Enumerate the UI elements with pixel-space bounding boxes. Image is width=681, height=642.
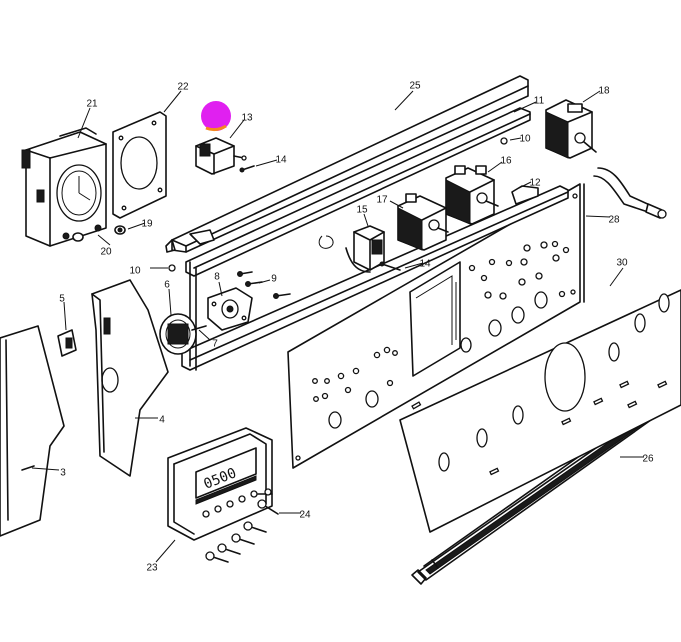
callout-line-p20	[97, 234, 111, 246]
part-label-p8: 8	[214, 272, 220, 283]
callout-line-p30	[609, 267, 624, 287]
part-4-side-panel	[91, 279, 169, 477]
callout-line-p15	[363, 213, 369, 227]
part-3-end-panel	[0, 325, 65, 537]
callout-line-p3	[31, 467, 60, 471]
part-18-regulator	[545, 99, 597, 159]
part-22-bezel-frame	[112, 111, 167, 219]
part-label-p16: 16	[500, 156, 512, 167]
part-label-p23: 23	[146, 563, 158, 574]
part-23-electronic-timer	[167, 427, 273, 541]
callout-line-p12	[518, 181, 532, 189]
part-10-screw-b	[168, 264, 176, 272]
part-19-knob	[114, 225, 126, 235]
part-label-p12: 12	[529, 178, 541, 189]
part-label-p10b: 10	[129, 266, 141, 277]
part-label-p11: 11	[534, 96, 545, 107]
part-24-spindles	[205, 488, 279, 563]
callout-line-p5	[63, 301, 67, 331]
callout-line-p10a	[509, 137, 522, 141]
part-label-p20: 20	[100, 247, 112, 258]
part-11-lower-channel	[181, 107, 569, 371]
part-9-screws	[237, 271, 291, 299]
part-21-clock-timer	[21, 127, 107, 247]
part-number-labels: 21 22 13 14 25 11 18 10 16 12 17 15 28 19 20 30 10 14 9 6 8 5…	[31, 81, 654, 574]
part-5-rocker-switch	[57, 329, 77, 357]
callout-line-p11	[513, 101, 537, 113]
part-label-p22: 22	[177, 82, 189, 93]
cable-harness	[593, 167, 667, 219]
part-label-p13: 13	[241, 113, 253, 124]
part-label-p7: 7	[212, 339, 218, 350]
part-label-p19: 19	[141, 219, 153, 230]
part-label-p5: 5	[59, 294, 65, 305]
part-16-simmerstat	[445, 165, 499, 225]
part-label-p24: 24	[299, 510, 311, 521]
part-label-p30: 30	[616, 258, 628, 269]
part-label-p3: 3	[60, 468, 66, 479]
callout-line-p14a	[255, 159, 278, 167]
part-15-switch	[318, 225, 385, 273]
callout-line-p6	[168, 288, 172, 316]
part-13-switch	[195, 137, 247, 175]
part-label-p15: 15	[356, 205, 368, 216]
callout-line-p17	[389, 200, 404, 209]
callout-line-p13	[229, 119, 245, 139]
part-14-screw-b	[379, 261, 401, 271]
callout-line-p25	[394, 90, 414, 111]
part-label-p14b: 14	[419, 259, 431, 270]
part-10-screw-a	[500, 137, 508, 145]
part-label-p6: 6	[164, 280, 170, 291]
callout-line-p21	[77, 107, 91, 139]
part-30-fascia-panel	[399, 289, 681, 533]
callout-line-p9	[258, 279, 271, 284]
part-label-p17: 17	[376, 195, 388, 206]
part-label-p14a: 14	[275, 155, 287, 166]
callout-line-p18	[582, 90, 601, 103]
part-20-knob	[72, 232, 84, 242]
callout-line-p14b	[404, 262, 424, 269]
part-8-bracket	[207, 287, 253, 331]
callout-line-p8	[218, 281, 223, 297]
callout-line-p19	[127, 222, 146, 230]
part-label-p21: 21	[86, 99, 98, 110]
part-label-p10a: 10	[519, 134, 531, 145]
part-label-p18: 18	[598, 86, 610, 97]
part-label-p25: 25	[409, 81, 421, 92]
part-28-back-panel	[287, 183, 585, 469]
callout-line-p28	[585, 215, 611, 218]
callout-line-p7	[198, 329, 211, 341]
part-label-p28: 28	[608, 215, 620, 226]
part-label-p9: 9	[271, 274, 277, 285]
callout-line-p22	[163, 90, 182, 113]
part-6-rotary-switch	[159, 313, 207, 355]
part-label-p4: 4	[159, 415, 165, 426]
part-14-screw-a	[239, 165, 255, 173]
callout-line-p16	[487, 161, 503, 173]
part-25-top-channel	[165, 75, 529, 253]
part-17-simmerstat	[397, 193, 449, 251]
highlight-marker-dot	[201, 101, 231, 132]
part-label-p26: 26	[642, 454, 654, 465]
callout-line-p23	[155, 539, 176, 563]
